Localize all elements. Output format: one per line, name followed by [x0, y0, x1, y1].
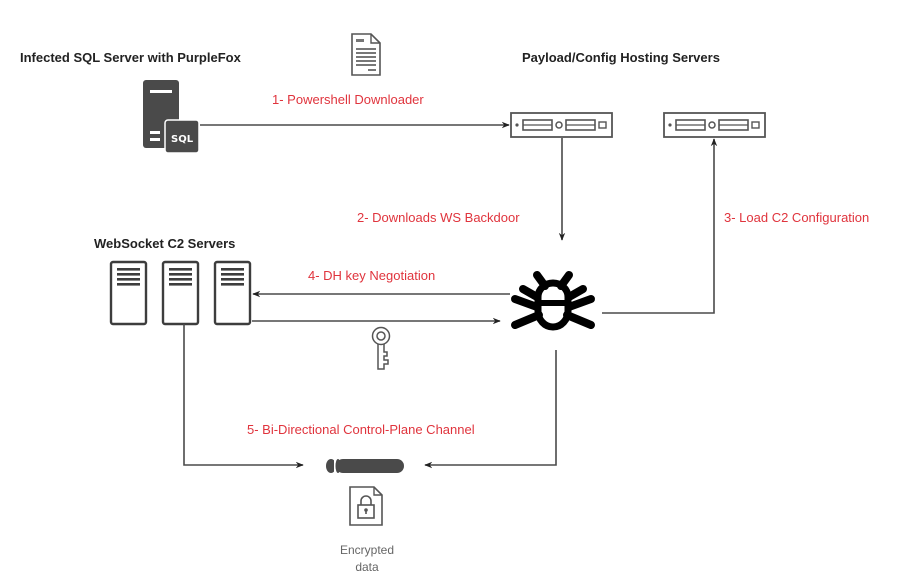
encrypted-caption-line1: Encrypted	[340, 543, 394, 557]
tower-server-icon	[161, 260, 200, 326]
tower-server-icon	[109, 260, 148, 326]
key-icon	[371, 326, 391, 370]
edge-c2-to-channel	[183, 324, 304, 469]
rack-server-icon	[663, 112, 766, 138]
infected-server-title: Infected SQL Server with PurpleFox	[20, 50, 242, 65]
edge-load-c2-config	[602, 138, 718, 314]
tower-server-icon	[213, 260, 252, 326]
rack-server-icon	[510, 112, 613, 138]
locked-file-icon	[349, 486, 383, 526]
step-5-label: 5- Bi-Directional Control-Plane Channel	[247, 422, 475, 437]
sql-badge-label: SQL	[171, 134, 194, 145]
edge-bug-to-channel	[424, 350, 557, 469]
step-4-label: 4- DH key Negotiation	[308, 268, 435, 283]
step-2-label: 2- Downloads WS Backdoor	[357, 210, 520, 225]
encrypted-caption-line2: data	[355, 560, 379, 574]
pipe-icon	[326, 459, 404, 473]
step-3-label: 3- Load C2 Configuration	[724, 210, 869, 225]
bug-icon	[511, 271, 595, 331]
sql-server-icon: SQL	[143, 80, 200, 154]
c2-servers-title: WebSocket C2 Servers	[94, 236, 235, 251]
hosting-servers-title: Payload/Config Hosting Servers	[522, 50, 720, 65]
step-1-label: 1- Powershell Downloader	[272, 92, 424, 107]
document-icon	[351, 33, 381, 76]
